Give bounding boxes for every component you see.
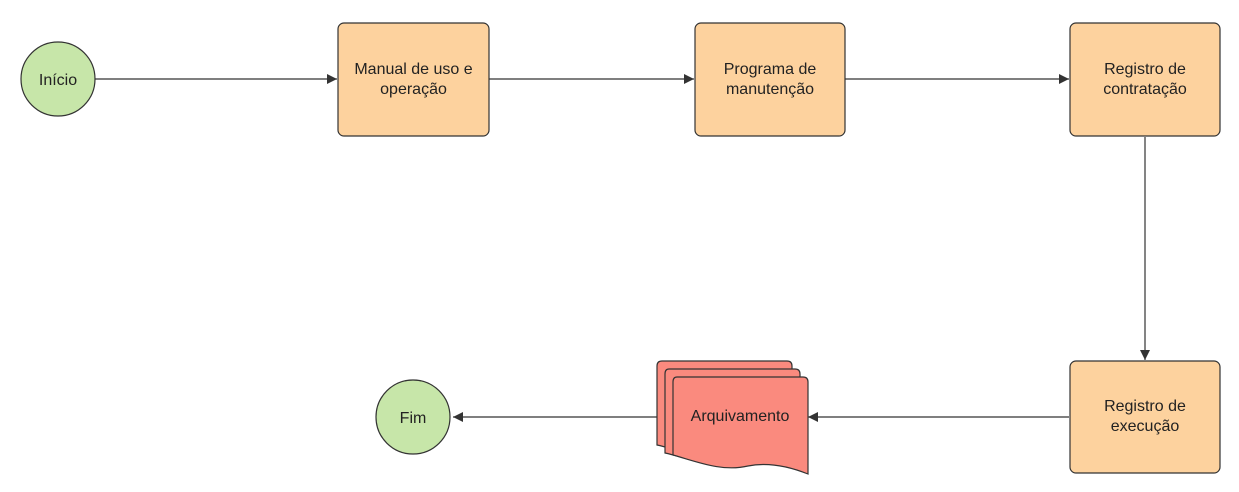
contratacao-box (1069, 22, 1221, 137)
manual-label-line2: operação (380, 81, 447, 98)
contratacao-label-line2: contratação (1103, 81, 1187, 98)
manual-label-line1: Manual de uso e (354, 61, 472, 78)
start-node[interactable]: Início (20, 41, 96, 117)
start-label: Início (39, 72, 77, 89)
end-label: Fim (400, 410, 427, 427)
manual-box (337, 22, 490, 137)
programa-box (694, 22, 846, 137)
arquivamento-label: Arquivamento (691, 408, 790, 425)
end-circle (375, 379, 451, 455)
programa-label-line1: Programa de (724, 61, 817, 78)
manual-node[interactable]: Manual de uso e operação (337, 22, 490, 137)
execucao-label-line1: Registro de (1104, 398, 1186, 415)
start-circle (20, 41, 96, 117)
end-node[interactable]: Fim (375, 379, 451, 455)
execucao-label-line2: execução (1111, 418, 1180, 435)
programa-label-line2: manutenção (726, 81, 814, 98)
contratacao-node[interactable]: Registro de contratação (1069, 22, 1221, 137)
contratacao-label-line1: Registro de (1104, 61, 1186, 78)
arquivamento-doc-front (672, 376, 809, 475)
programa-node[interactable]: Programa de manutenção (694, 22, 846, 137)
execucao-node[interactable]: Registro de execução (1069, 360, 1221, 474)
arquivamento-node[interactable]: Arquivamento (656, 360, 809, 475)
execucao-box (1069, 360, 1221, 474)
